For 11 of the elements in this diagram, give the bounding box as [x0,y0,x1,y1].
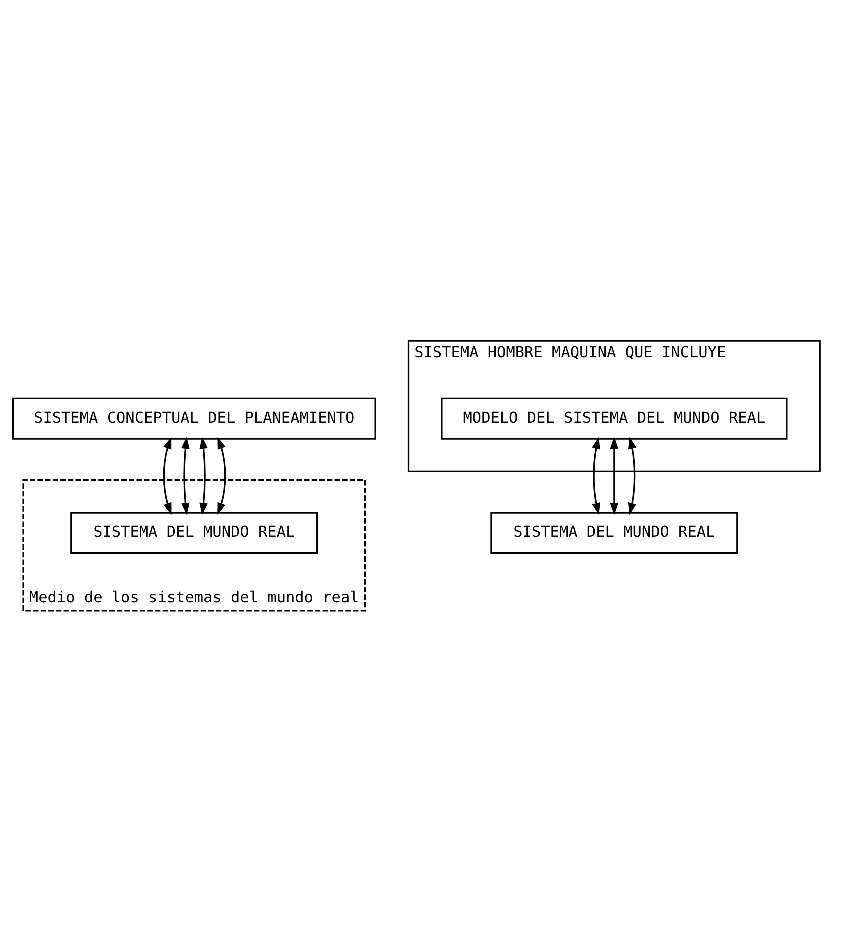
node-box: SISTEMA DEL MUNDO REAL [70,512,318,554]
arrow [218,436,226,515]
arrow [163,436,172,515]
arrow [200,436,208,515]
node-box: MODELO DEL SISTEMA DEL MUNDO REAL [441,397,788,440]
node-box: SISTEMA DEL MUNDO REAL [490,512,738,554]
arrow [181,436,190,515]
node-box: SISTEMA CONCEPTUAL DEL PLANEAMIENTO [12,397,376,440]
arrow [610,436,619,515]
arrow [592,436,600,515]
arrow [628,436,637,515]
